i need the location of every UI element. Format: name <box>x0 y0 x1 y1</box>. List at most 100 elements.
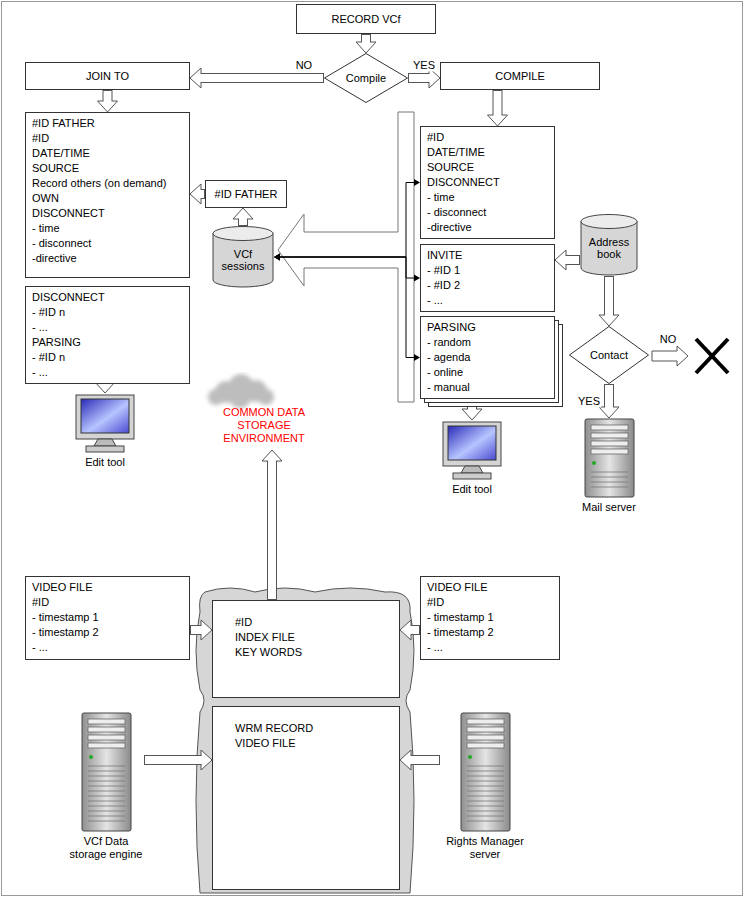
storage-box: #IDINDEX FILEKEY WORDS <box>212 600 400 698</box>
arrow-shaft-fill <box>362 35 370 44</box>
id-box: #ID FATHER <box>205 180 287 208</box>
node-text: #ID <box>427 130 548 145</box>
connector-arrow <box>98 90 118 112</box>
record-box: VIDEO FILE#ID- timestamp 1- timestamp 2-… <box>420 576 560 660</box>
arrow-shaft-fill <box>605 385 613 409</box>
vent-line <box>88 811 125 812</box>
vent-line <box>88 801 125 802</box>
process-box: COMPILE <box>440 62 600 90</box>
node-text: - disconnect <box>427 205 548 220</box>
storage-region <box>196 588 414 893</box>
arrow-head <box>233 208 253 219</box>
node-text: Contact <box>590 349 628 362</box>
monitor-stand <box>461 466 483 473</box>
cylinder-top <box>213 227 273 241</box>
vent-line <box>467 806 504 807</box>
reject-cross <box>696 339 728 373</box>
arrow-head <box>274 254 280 261</box>
cloud-group <box>208 374 274 408</box>
database-cylinder: VCf sessions <box>212 226 274 288</box>
node-text: -directive <box>32 251 183 266</box>
vent-line <box>88 791 125 792</box>
cylinder-top <box>581 215 637 229</box>
cloud-puff <box>229 386 251 408</box>
connector-arrow <box>190 184 205 204</box>
monitor-stand <box>94 439 116 446</box>
power-light <box>468 755 472 759</box>
server-body <box>585 419 634 497</box>
diamond-shape <box>570 327 649 384</box>
monitor-screen <box>448 426 496 460</box>
start-box: RECORD VCf <box>296 4 436 34</box>
node-text: WRM RECORD <box>235 721 377 736</box>
vent-line <box>88 781 125 782</box>
cloud-label: COMMON DATA STORAGE ENVIRONMENT <box>196 372 332 450</box>
node-text: - agenda <box>427 350 548 365</box>
connector-arrow <box>555 250 580 270</box>
stacked-box: PARSING- random- agenda- online- manual <box>420 316 555 399</box>
node-text: DISCONNECT <box>427 175 548 190</box>
monitor-base <box>453 473 491 479</box>
node-text: #ID <box>32 131 183 146</box>
cylinder-body <box>581 221 637 275</box>
connector-line <box>279 257 415 358</box>
server-body <box>461 713 510 831</box>
record-box: VIDEO FILE#ID- timestamp 1- timestamp 2-… <box>25 576 190 660</box>
arrow-head <box>274 254 280 261</box>
node-text: JOIN TO <box>86 70 129 83</box>
connector-arrow <box>599 276 619 326</box>
node-text: INDEX FILE <box>235 630 377 645</box>
vent-line <box>467 781 504 782</box>
node-text: - #ID 2 <box>427 278 548 293</box>
node-text: Edit tool <box>432 483 512 496</box>
vent-line <box>88 806 125 807</box>
vent-line <box>591 487 628 488</box>
drive-bay <box>591 441 628 446</box>
vent-line <box>88 776 125 777</box>
vent-line <box>467 766 504 767</box>
server-icon-art <box>458 712 513 832</box>
vent-line <box>467 771 504 772</box>
node-text: - ... <box>32 320 183 335</box>
vent-line <box>467 821 504 822</box>
arrow-shaft-fill <box>239 218 247 226</box>
node-text: DATE/TIME <box>32 146 183 161</box>
arrow-shaft-fill <box>200 74 324 82</box>
node-text: VIDEO FILE <box>427 580 553 595</box>
power-light <box>592 461 596 465</box>
arrow-shaft-fill <box>104 91 112 103</box>
power-light <box>89 755 93 759</box>
server-body <box>82 713 131 831</box>
arrow-shaft-fill <box>410 756 440 764</box>
drive-bay <box>88 727 125 732</box>
node-text: - #ID 1 <box>427 263 548 278</box>
vent-line <box>467 786 504 787</box>
server-icon: Mail server <box>577 418 641 514</box>
node-text: VCf sessions <box>215 248 271 272</box>
vent-line <box>467 796 504 797</box>
node-text: - timestamp 2 <box>427 625 553 640</box>
connector-line <box>279 257 415 278</box>
node-text: - ... <box>427 293 548 308</box>
node-text: -directive <box>427 220 548 235</box>
drive-bay <box>591 433 628 438</box>
arrow-shaft-fill <box>410 626 420 634</box>
vent-line <box>467 791 504 792</box>
arrow-head <box>201 620 212 640</box>
arrow-head <box>262 450 282 461</box>
reject-cross <box>696 339 728 373</box>
node-text: - timestamp 1 <box>427 610 553 625</box>
node-text: - online <box>427 365 548 380</box>
connector-arrow <box>488 90 508 126</box>
vent-line <box>88 821 125 822</box>
node-text: #ID FATHER <box>215 188 278 201</box>
arrow-shaft-fill <box>494 91 502 117</box>
node-text: VCf Data storage engine <box>68 835 144 861</box>
node-text: #ID <box>32 595 183 610</box>
process-box: JOIN TO <box>25 62 190 90</box>
server-icon: Rights Manager server <box>440 712 530 861</box>
node-text: Edit tool <box>65 456 145 469</box>
arrow-shaft-fill <box>605 277 613 317</box>
connector-arrow <box>274 254 420 362</box>
